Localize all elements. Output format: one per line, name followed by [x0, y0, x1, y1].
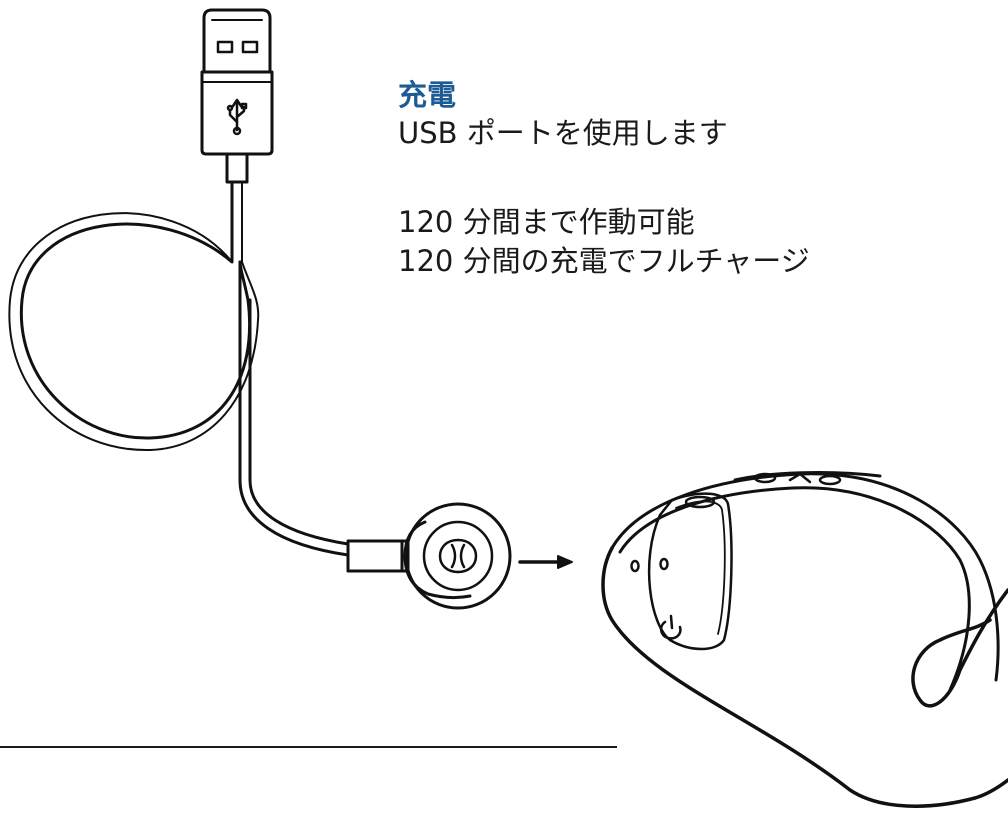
charging-info: 充電 USB ポートを使用します 120 分間まで作動可能 120 分間の充電で… — [398, 76, 958, 281]
connect-arrow — [518, 555, 573, 569]
runtime-text: 120 分間まで作動可能 — [398, 205, 695, 239]
cable — [8, 180, 350, 557]
magnetic-charger — [346, 502, 512, 610]
usb-icon — [226, 98, 248, 136]
usb-connector — [200, 8, 274, 184]
device — [601, 471, 1008, 808]
brand-logo-icon — [438, 538, 478, 574]
divider-line — [0, 746, 617, 748]
charging-heading: 充電 — [398, 78, 457, 112]
charge-time-text: 120 分間の充電でフルチャージ — [398, 244, 810, 278]
power-icon — [659, 614, 682, 640]
usb-port-text: USB ポートを使用します — [398, 116, 728, 150]
